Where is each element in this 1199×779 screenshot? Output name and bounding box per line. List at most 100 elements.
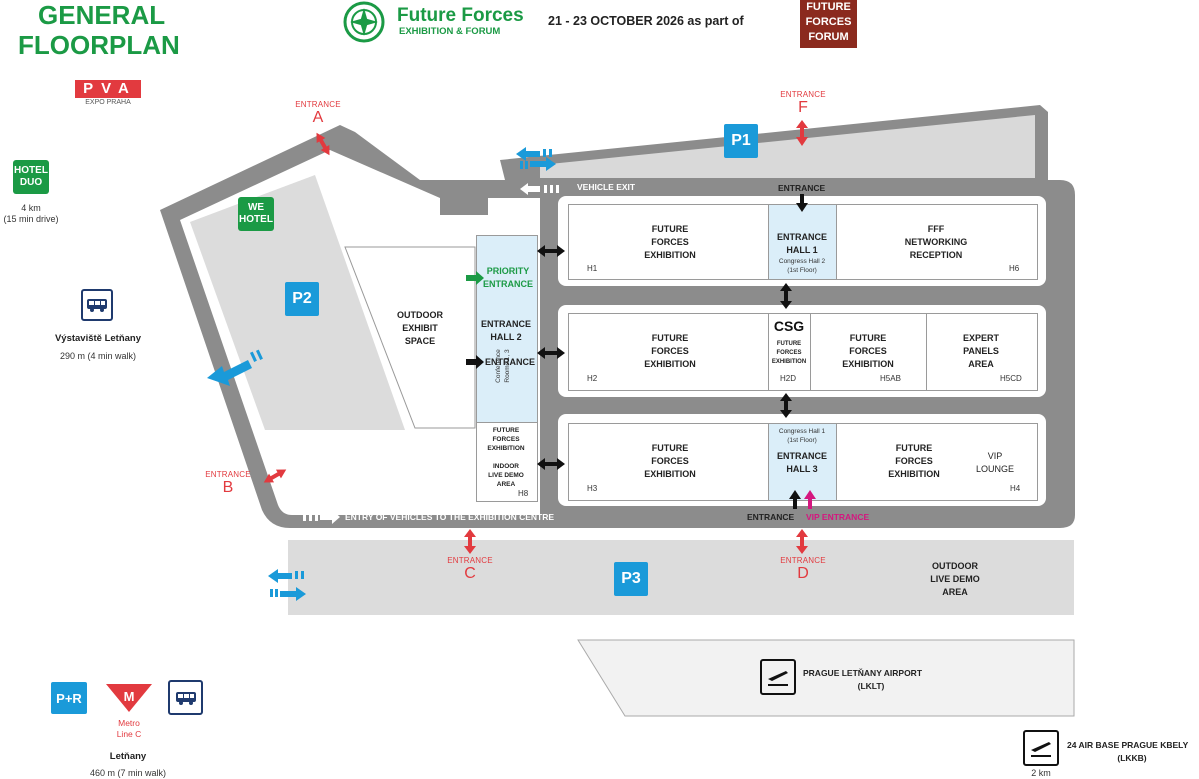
vehicle-exit-arrow — [520, 183, 559, 195]
hall-h6-code: H6 — [1009, 264, 1020, 273]
globe-icon — [343, 1, 385, 43]
csg-logo: CSG — [773, 318, 805, 334]
entrance-hall-1[interactable] — [768, 204, 838, 280]
entrance-a-letter[interactable]: A — [312, 109, 324, 126]
hotel-duo-time: (15 min drive) — [3, 214, 59, 224]
kbely-airbase-code: (LKKB) — [1117, 753, 1147, 763]
connector-arrows — [466, 194, 808, 509]
hall-h4[interactable] — [836, 423, 1038, 501]
future-forces-logo-main: Future Forces — [397, 5, 524, 26]
svg-text:M: M — [124, 689, 135, 704]
entrance-c-small: ENTRANCE — [447, 556, 493, 565]
pva-logo-letters: PVA — [75, 80, 141, 98]
entrance-hall-2-label: ENTRANCE HALL 2 — [480, 319, 531, 342]
top-entrance-label: ENTRANCE — [778, 183, 826, 193]
hall-h5cd[interactable] — [926, 313, 1038, 391]
hall-h1[interactable] — [568, 204, 770, 280]
entrance-f-letter[interactable]: F — [798, 99, 808, 116]
hall-h6[interactable] — [836, 204, 1038, 280]
metro-icon: M — [106, 684, 152, 712]
vip-lounge-label: VIP LOUNGE — [975, 451, 1014, 474]
page-title-line-1: GENERAL — [38, 0, 166, 30]
hall-h5cd-code: H5CD — [1000, 374, 1022, 383]
bus-stop-distance: 290 m (4 min walk) — [59, 351, 137, 361]
vip-entrance-label: VIP ENTRANCE — [806, 512, 870, 522]
hall-h3-label: FUTURE FORCES EXHIBITION — [644, 443, 696, 479]
we-hotel-badge[interactable]: WE HOTEL — [238, 197, 274, 231]
hall-h4-exhibition-label: FUTURE FORCES EXHIBITION — [888, 443, 940, 479]
letnany-airport-code: (LKLT) — [857, 681, 885, 691]
pva-logo: PVA EXPO PRAHA — [75, 80, 141, 110]
airport-icon-letnany — [760, 659, 796, 695]
entrance-c-letter[interactable]: C — [464, 565, 476, 582]
p1-area — [540, 115, 1035, 178]
hall-h1-label: FUTURE FORCES EXHIBITION — [644, 224, 696, 260]
metro-line-2: Line C — [116, 729, 142, 739]
hotel-duo-badge[interactable]: HOTEL DUO — [13, 160, 49, 194]
hall-h3-code: H3 — [587, 484, 598, 493]
hall-h5ab[interactable] — [810, 313, 928, 391]
entrance-f-small: ENTRANCE — [780, 90, 826, 99]
parking-p3-badge[interactable]: P3 — [614, 562, 648, 596]
hall-h8[interactable] — [476, 422, 538, 502]
fff-logo-line-1: FUTURE — [806, 1, 851, 13]
hall-2-entrance-label: ENTRANCE — [484, 357, 535, 367]
hall-h2d-label: FUTURE FORCES EXHIBITION — [771, 341, 807, 365]
outdoor-exhibit-label: OUTDOOR EXHIBIT SPACE — [397, 310, 443, 346]
congress-hall-2-label: Congress Hall 2 (1st Floor) — [778, 258, 826, 274]
entrance-b-arrow — [263, 469, 287, 483]
bus-icon-letnany — [168, 680, 203, 715]
hall-h4-code: H4 — [1010, 484, 1021, 493]
entrance-d-small: ENTRANCE — [780, 556, 826, 565]
letnany-station-name: Letňany — [109, 751, 147, 762]
bus-icon — [81, 289, 113, 321]
entrance-b-letter[interactable]: B — [222, 479, 234, 496]
page-title-line-2: FLOORPLAN — [18, 30, 180, 60]
hall-h5ab-label: FUTURE FORCES EXHIBITION — [842, 333, 894, 369]
entrance-hall-2[interactable] — [476, 235, 538, 424]
entrance-hall-3-label: ENTRANCE HALL 3 — [776, 451, 827, 474]
letnany-station-distance: 460 m (7 min walk) — [89, 768, 167, 778]
park-and-ride-badge: P+R — [51, 682, 87, 714]
fff-logo-line-3: FORUM — [808, 31, 849, 43]
entrance-d-letter[interactable]: D — [797, 565, 809, 582]
hall-h6-label: FFF NETWORKING RECEPTION — [904, 224, 968, 260]
hall-h3[interactable] — [568, 423, 770, 501]
entrance-hall-3[interactable] — [768, 423, 838, 501]
entrance-b-small: ENTRANCE — [205, 470, 251, 479]
hall-h2d-code: H2D — [780, 374, 797, 383]
vip-entrance-arrow — [804, 490, 816, 509]
entrance-c-arrow — [464, 529, 476, 554]
bus-stop-name: Výstaviště Letňany — [54, 333, 142, 344]
kbely-distance: 2 km — [1031, 768, 1051, 778]
entrance-hall-1-label: ENTRANCE HALL 1 — [776, 232, 827, 255]
future-forces-logo: Future Forces EXHIBITION & FORUM — [342, 0, 532, 45]
parking-p1-badge[interactable]: P1 — [724, 124, 758, 158]
entrance-f-arrow — [796, 120, 808, 146]
pva-logo-sub: EXPO PRAHA — [85, 99, 131, 106]
hall-h2d[interactable] — [768, 313, 812, 391]
hall-h5ab-code: H5AB — [880, 374, 901, 383]
vehicle-entry-arrow — [303, 510, 340, 524]
hall-h1-code: H1 — [587, 264, 598, 273]
blue-traffic-arrows — [207, 147, 556, 601]
vehicle-entry-label: ENTRY OF VEHICLES TO THE EXHIBITION CENT… — [345, 512, 555, 522]
entrance-a-arrow — [316, 132, 330, 156]
hall-h8-code: H8 — [518, 489, 529, 498]
hall-h2-code: H2 — [587, 374, 598, 383]
outdoor-exhibit-area — [344, 246, 476, 429]
road-notch — [440, 198, 488, 215]
priority-entrance-arrow — [466, 271, 484, 285]
fff-logo: FUTURE FORCES FORUM — [800, 0, 857, 48]
hotel-duo-distance: 4 km — [21, 203, 41, 213]
airport-icon-kbely — [1023, 730, 1059, 766]
metro-line-1: Metro — [118, 718, 140, 728]
parking-p3-area — [288, 540, 1074, 615]
outdoor-live-demo-label: OUTDOOR LIVE DEMO AREA — [930, 561, 980, 597]
fff-logo-line-2: FORCES — [805, 16, 852, 28]
kbely-airbase-name: 24 AIR BASE PRAGUE KBELY — [1067, 740, 1189, 750]
hall-h2-label: FUTURE FORCES EXHIBITION — [644, 333, 696, 369]
parking-p2-badge[interactable]: P2 — [285, 282, 319, 316]
priority-entrance-label: PRIORITY ENTRANCE — [482, 266, 533, 289]
